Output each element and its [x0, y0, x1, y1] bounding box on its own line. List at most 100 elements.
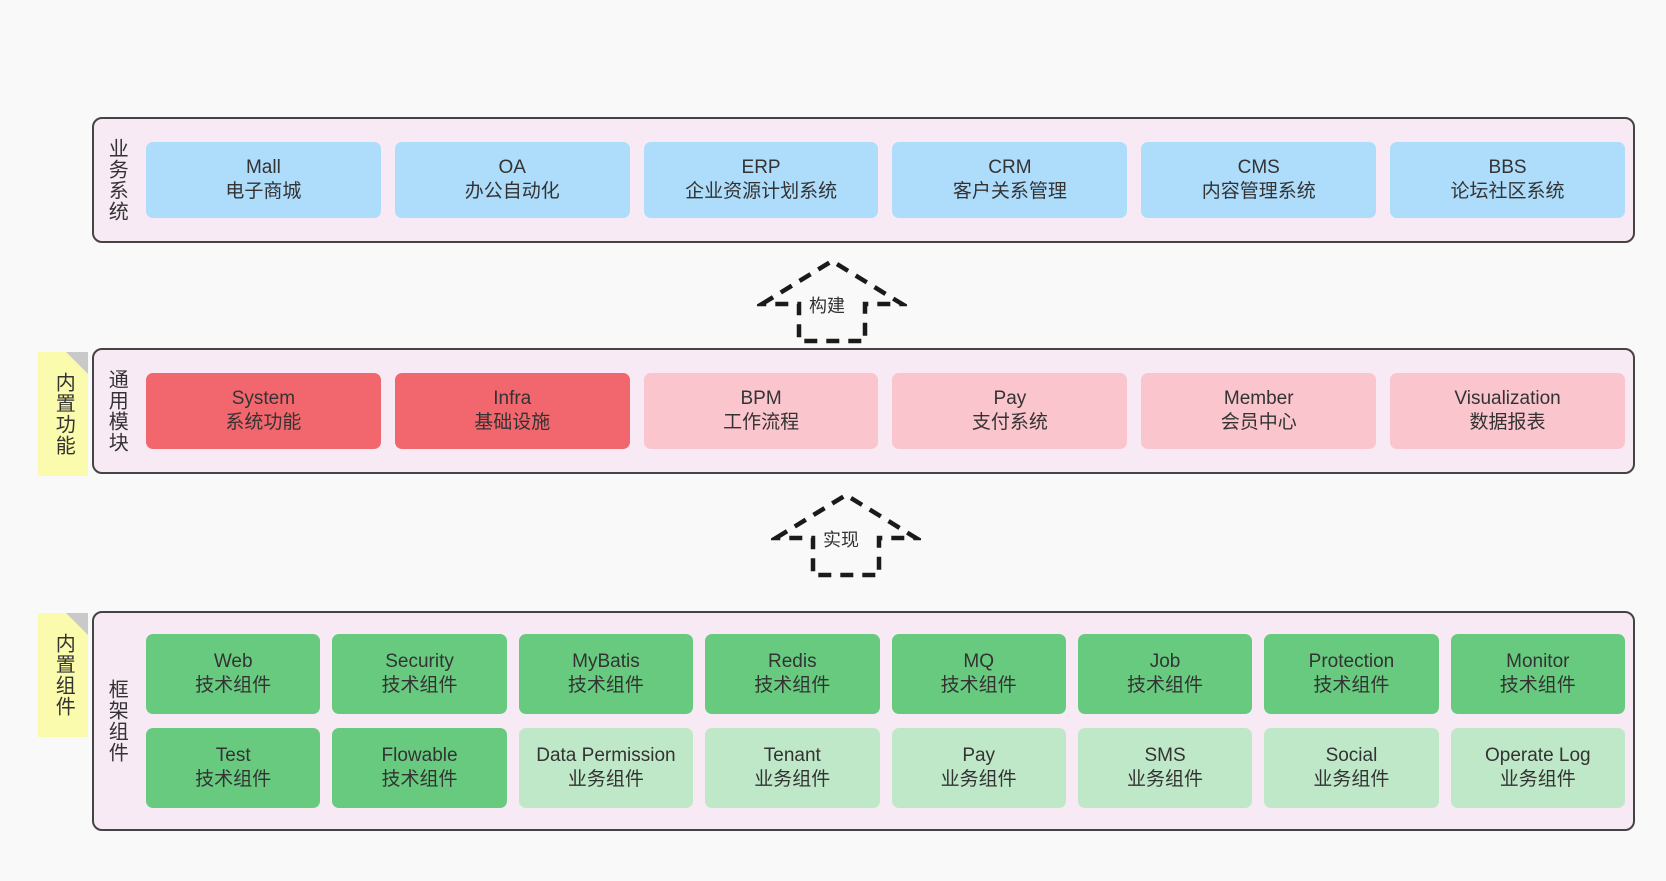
card-title-en: Job — [1149, 651, 1181, 673]
card-title-en: Redis — [768, 651, 817, 673]
card-title-cn: 基础设施 — [474, 412, 551, 433]
build-arrow-label: 构建 — [809, 296, 845, 316]
sticky-fold-corner-icon — [66, 352, 88, 374]
card-title-cn: 技术组件 — [195, 675, 272, 696]
card-title-cn: 办公自动化 — [464, 181, 560, 202]
builtin-feature-sticky-label: 内置功能 — [52, 372, 75, 456]
card-title-en: CMS — [1237, 157, 1280, 179]
card-title-cn: 数据报表 — [1469, 412, 1546, 433]
builtin-component-sticky: 内置组件 — [38, 613, 88, 737]
card-title-en: MQ — [963, 651, 994, 673]
card-title-cn: 技术组件 — [940, 675, 1017, 696]
card-title-cn: 业务组件 — [940, 769, 1017, 790]
card-title-cn: 业务组件 — [1313, 769, 1390, 790]
card-title-en: Data Permission — [536, 745, 676, 767]
card-title-en: MyBatis — [572, 651, 640, 673]
implement-arrow-label: 实现 — [823, 530, 859, 550]
card-title-en: Flowable — [381, 745, 458, 767]
card-title-en: Pay — [962, 745, 996, 767]
card-title-cn: 论坛社区系统 — [1450, 181, 1565, 202]
card-title-cn: 业务组件 — [1499, 769, 1576, 790]
framework-component-title: 框架组件 — [105, 679, 128, 763]
sticky-fold-corner-icon — [66, 613, 88, 635]
card-title-cn: 内容管理系统 — [1201, 181, 1316, 202]
card-title-cn: 工作流程 — [723, 412, 800, 433]
card-title-cn: 技术组件 — [195, 769, 272, 790]
card-title-en: Web — [213, 651, 253, 673]
card-title-en: Monitor — [1506, 651, 1570, 673]
build-arrow-glyph — [754, 258, 910, 344]
card-title-cn: 业务组件 — [754, 769, 831, 790]
card-title-cn: 业务组件 — [567, 769, 644, 790]
card-title-cn: 技术组件 — [567, 675, 644, 696]
card-title-cn: 系统功能 — [225, 412, 302, 433]
card-title-en: Security — [385, 651, 454, 673]
implement-arrow-glyph — [768, 492, 924, 578]
card-title-en: Social — [1325, 745, 1378, 767]
card-title-en: BBS — [1488, 157, 1527, 179]
card-title-en: Visualization — [1454, 388, 1561, 410]
card-title-en: CRM — [988, 157, 1032, 179]
card-title-en: Member — [1223, 388, 1294, 410]
card-title-cn: 客户关系管理 — [952, 181, 1067, 202]
card-title-cn: 电子商城 — [225, 181, 302, 202]
card-title-cn: 会员中心 — [1220, 412, 1297, 433]
card-title-en: OA — [498, 157, 526, 179]
card-title-en: Infra — [493, 388, 532, 410]
card-title-en: Pay — [993, 388, 1027, 410]
card-title-cn: 技术组件 — [754, 675, 831, 696]
card-title-cn: 技术组件 — [1127, 675, 1204, 696]
card-title-en: Protection — [1308, 651, 1395, 673]
card-title-en: Test — [215, 745, 251, 767]
card-title-cn: 技术组件 — [381, 675, 458, 696]
card-title-en: Mall — [245, 157, 281, 179]
card-title-cn: 业务组件 — [1127, 769, 1204, 790]
builtin-component-sticky-label: 内置组件 — [52, 633, 75, 717]
implement-arrow: 实现 — [768, 490, 924, 580]
card-title-cn: 技术组件 — [381, 769, 458, 790]
card-title-en: ERP — [741, 157, 781, 179]
builtin-feature-sticky: 内置功能 — [38, 352, 88, 476]
card-title-en: BPM — [740, 388, 782, 410]
card-title-en: System — [231, 388, 296, 410]
card-title-cn: 技术组件 — [1313, 675, 1390, 696]
card-title-en: Operate Log — [1484, 745, 1591, 767]
card-title-en: SMS — [1144, 745, 1186, 767]
